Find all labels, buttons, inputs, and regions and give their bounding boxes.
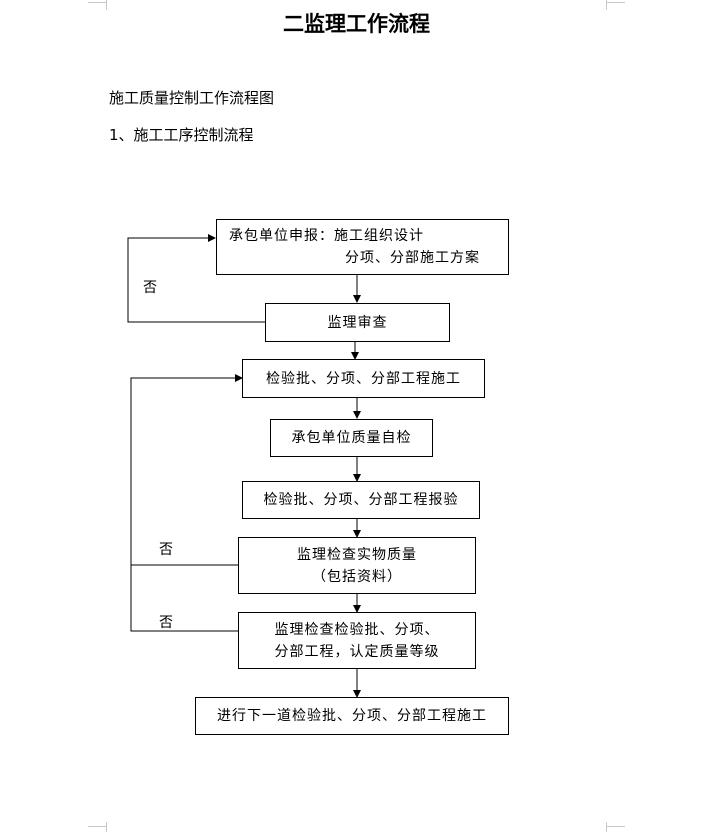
node-submit-line-2: 分项、分部施工方案 xyxy=(345,250,480,266)
page-corner-mark xyxy=(88,2,106,3)
no-label-inspect: 否 xyxy=(159,542,173,558)
node-construct-line-1: 检验批、分项、分部工程施工 xyxy=(266,370,461,387)
subsection-heading: 1、施工工序控制流程 xyxy=(109,126,254,144)
document-title: 二监理工作流程 xyxy=(283,12,430,36)
feedback-review-to-submit xyxy=(127,234,265,323)
node-construct: 检验批、分项、分部工程施工 xyxy=(242,359,485,398)
node-grade-line-2: 分部工程，认定质量等级 xyxy=(274,643,440,660)
page-corner-mark xyxy=(88,826,106,827)
page-corner-mark xyxy=(606,822,607,832)
node-report-line-1: 检验批、分项、分部工程报验 xyxy=(263,492,459,508)
node-report: 检验批、分项、分部工程报验 xyxy=(242,481,480,519)
page-corner-mark xyxy=(106,0,107,10)
node-submit: 承包单位申报：施工组织设计 分项、分部施工方案 xyxy=(216,219,509,275)
node-submit-line-1: 承包单位申报：施工组织设计 xyxy=(229,228,424,244)
page-corner-mark xyxy=(607,2,625,3)
no-label-grade: 否 xyxy=(159,615,173,631)
feedback-inspect-to-construct xyxy=(130,374,243,566)
node-selfcheck: 承包单位质量自检 xyxy=(270,419,433,457)
node-inspect-line-2: （包括资料） xyxy=(312,568,402,585)
node-next-line-1: 进行下一道检验批、分项、分部工程施工 xyxy=(217,708,487,724)
page-corner-mark xyxy=(606,0,607,10)
node-review: 监理审查 xyxy=(265,303,450,342)
node-grade-line-1: 监理检查检验批、分项、 xyxy=(274,621,440,638)
feedback-grade-to-construct xyxy=(130,565,238,632)
node-inspect-line-1: 监理检查实物质量 xyxy=(297,546,417,563)
node-grade: 监理检查检验批、分项、 分部工程，认定质量等级 xyxy=(238,612,476,669)
no-label-review: 否 xyxy=(143,280,157,296)
node-review-line-1: 监理审查 xyxy=(327,314,388,331)
page-corner-mark xyxy=(607,826,625,827)
node-inspect: 监理检查实物质量 （包括资料） xyxy=(238,537,476,594)
node-selfcheck-line-1: 承包单位质量自检 xyxy=(291,430,412,446)
section-heading: 施工质量控制工作流程图 xyxy=(109,89,275,107)
node-next: 进行下一道检验批、分项、分部工程施工 xyxy=(195,697,509,735)
page-corner-mark xyxy=(106,822,107,832)
